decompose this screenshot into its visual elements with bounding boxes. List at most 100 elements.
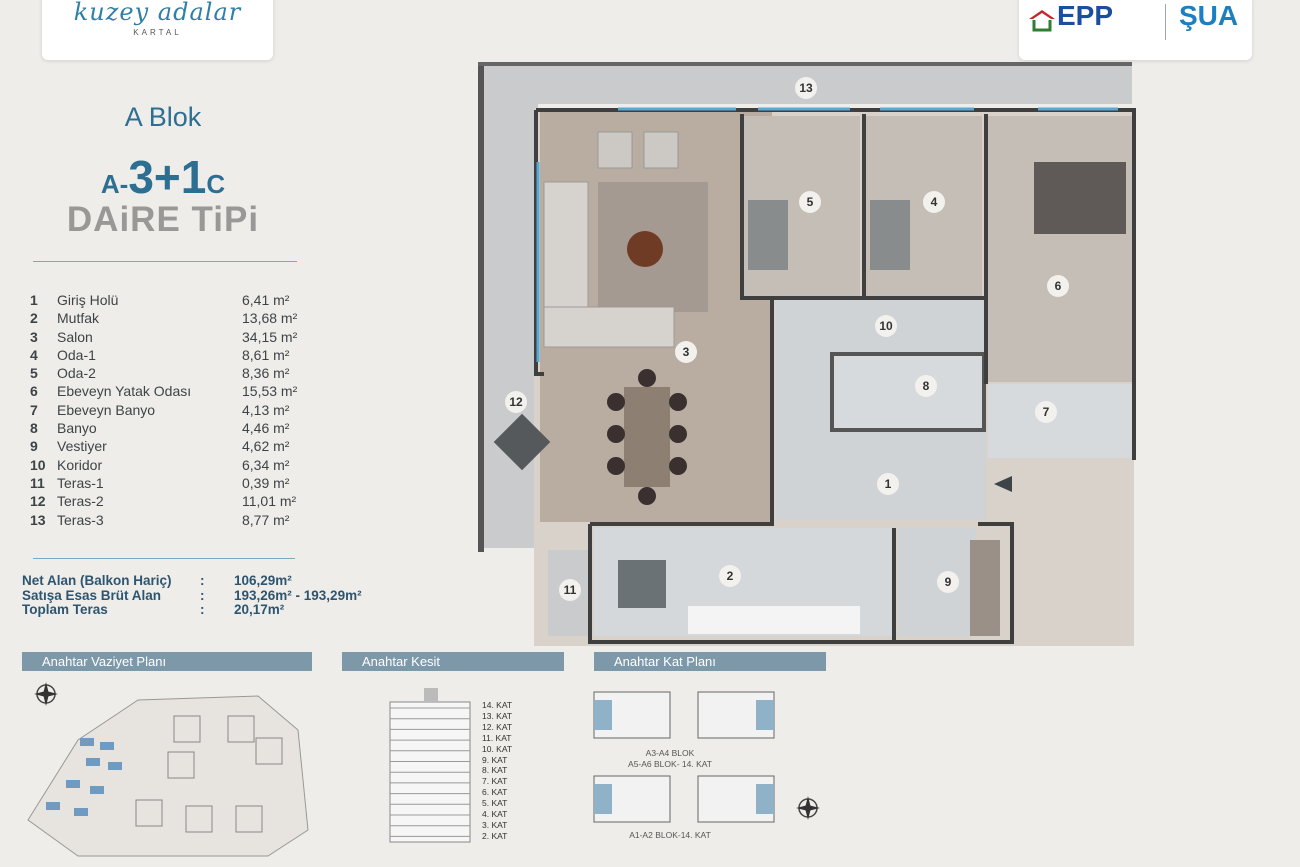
room-name: Vestiyer (57, 438, 107, 455)
room-number-marker: 4 (923, 191, 945, 213)
room-name: Salon (57, 328, 93, 345)
room-area: 8,77 m² (242, 511, 290, 528)
room-name: Ebeveyn Yatak Odası (57, 383, 192, 400)
room-number-text: 4 (931, 195, 938, 209)
room-number-text: 8 (923, 379, 930, 393)
kat-label: 2. KAT (482, 830, 508, 841)
room-number-text: 13 (799, 81, 813, 95)
vaziyet-header: Anahtar Vaziyet Planı (22, 652, 312, 671)
ebeveyn-banyo (988, 384, 1134, 458)
room-num: 6 (30, 383, 38, 400)
dining-table (624, 387, 670, 487)
room-number-marker: 1 (877, 473, 899, 495)
room-number-text: 2 (727, 569, 734, 583)
logo-sub-text: KARTAL (133, 28, 182, 37)
summary-row: Satışa Esas Brüt Alan : 193,26m² - 193,2… (22, 588, 402, 603)
room-number-text: 6 (1055, 279, 1062, 293)
summary-label: Net Alan (Balkon Hariç) (22, 573, 172, 588)
kat-label: 9. KAT (482, 754, 508, 765)
room-number-text: 12 (509, 395, 523, 409)
bed-oda-2 (748, 200, 788, 270)
summary-colon: : (200, 587, 205, 603)
room-name: Oda-1 (57, 346, 96, 363)
kat-label: 5. KAT (482, 798, 508, 809)
plan-a1-a2 (593, 775, 775, 823)
key-floor-plan (593, 691, 820, 823)
room-number-marker: 9 (937, 571, 959, 593)
room-num: 4 (30, 346, 38, 363)
outer-wall-left (478, 62, 484, 552)
room-area: 6,41 m² (242, 292, 290, 308)
keyplan-caption-top-1: A3-A4 BLOK (645, 748, 695, 758)
room-area: 0,39 m² (242, 474, 290, 491)
dining-chairs (607, 369, 687, 505)
kat-label: 11. KAT (482, 732, 512, 743)
room-area: 6,34 m² (242, 456, 290, 473)
room-number-text: 9 (945, 575, 952, 589)
kat-label: 14. KAT (482, 700, 513, 710)
blok-title: A Blok (124, 102, 202, 132)
kat-plani-header: Anahtar Kat Planı (594, 652, 826, 671)
room-area: 4,46 m² (242, 420, 290, 437)
kat-label: 3. KAT (482, 819, 508, 830)
room-num: 12 (30, 493, 46, 510)
daire-tipi-title: DAiRE TiPi (66, 200, 260, 239)
room-num: 9 (30, 438, 38, 455)
kitchen-counter (688, 606, 860, 634)
kesit-header: Anahtar Kesit (342, 652, 564, 671)
room-area: 4,13 m² (242, 401, 290, 418)
kat-label: 13. KAT (482, 710, 513, 721)
keyplan-caption-top-2: A5-A6 BLOK- 14. KAT (628, 759, 712, 769)
room-num: 13 (30, 511, 46, 528)
summary-label: Satışa Esas Brüt Alan (22, 587, 162, 603)
epp-sua-logo: EPP ŞUA (1019, 0, 1252, 60)
plan-a3-a4 (593, 691, 775, 739)
apartment-type: A-3+1C (60, 150, 266, 204)
room-num: 8 (30, 420, 38, 437)
room-name: Teras-1 (57, 474, 104, 491)
summary-label: Toplam Teras (22, 602, 108, 617)
room-number-text: 5 (807, 195, 814, 209)
room-num: 1 (30, 292, 38, 308)
highlighted-units-top (594, 700, 774, 730)
room-number-text: 3 (683, 345, 690, 359)
room-num: 7 (30, 401, 38, 418)
summary-value: 106,29m² (234, 573, 292, 588)
a-blocks (46, 738, 122, 816)
room-number-text: 10 (879, 319, 893, 333)
room-num: 2 (30, 310, 38, 327)
room-number-marker: 11 (559, 579, 581, 601)
room-row: 2 Mutfak 13,68 m² (30, 310, 320, 328)
room-number-marker: 7 (1035, 401, 1057, 423)
area-summary: Net Alan (Balkon Hariç) : 106,29m² Satış… (22, 573, 402, 617)
terrace-2-floor (480, 64, 538, 548)
room-num: 10 (30, 456, 46, 473)
kat-label: 10. KAT (482, 743, 513, 754)
vestiyer-cabinet (970, 540, 1000, 636)
room-name: Mutfak (57, 310, 100, 327)
epp-brand: EPP (1057, 0, 1114, 31)
kat-label: 7. KAT (482, 776, 508, 787)
building-section (389, 688, 471, 843)
divider-top (33, 261, 297, 262)
highlighted-units-bottom (594, 784, 774, 814)
kat-label: 4. KAT (482, 809, 508, 819)
summary-value: 20,17m² (234, 602, 285, 617)
room-name: Koridor (57, 456, 103, 473)
room-row: 10 Koridor 6,34 m² (30, 457, 320, 475)
windows (536, 107, 1118, 362)
room-number-marker: 5 (799, 191, 821, 213)
room-name: Teras-3 (57, 511, 104, 528)
room-number-text: 7 (1043, 405, 1050, 419)
room-number-marker: 10 (875, 315, 897, 337)
kat-label: 6. KAT (482, 787, 508, 798)
room-area: 11,01 m² (242, 493, 297, 510)
room-area: 13,68 m² (242, 310, 298, 327)
